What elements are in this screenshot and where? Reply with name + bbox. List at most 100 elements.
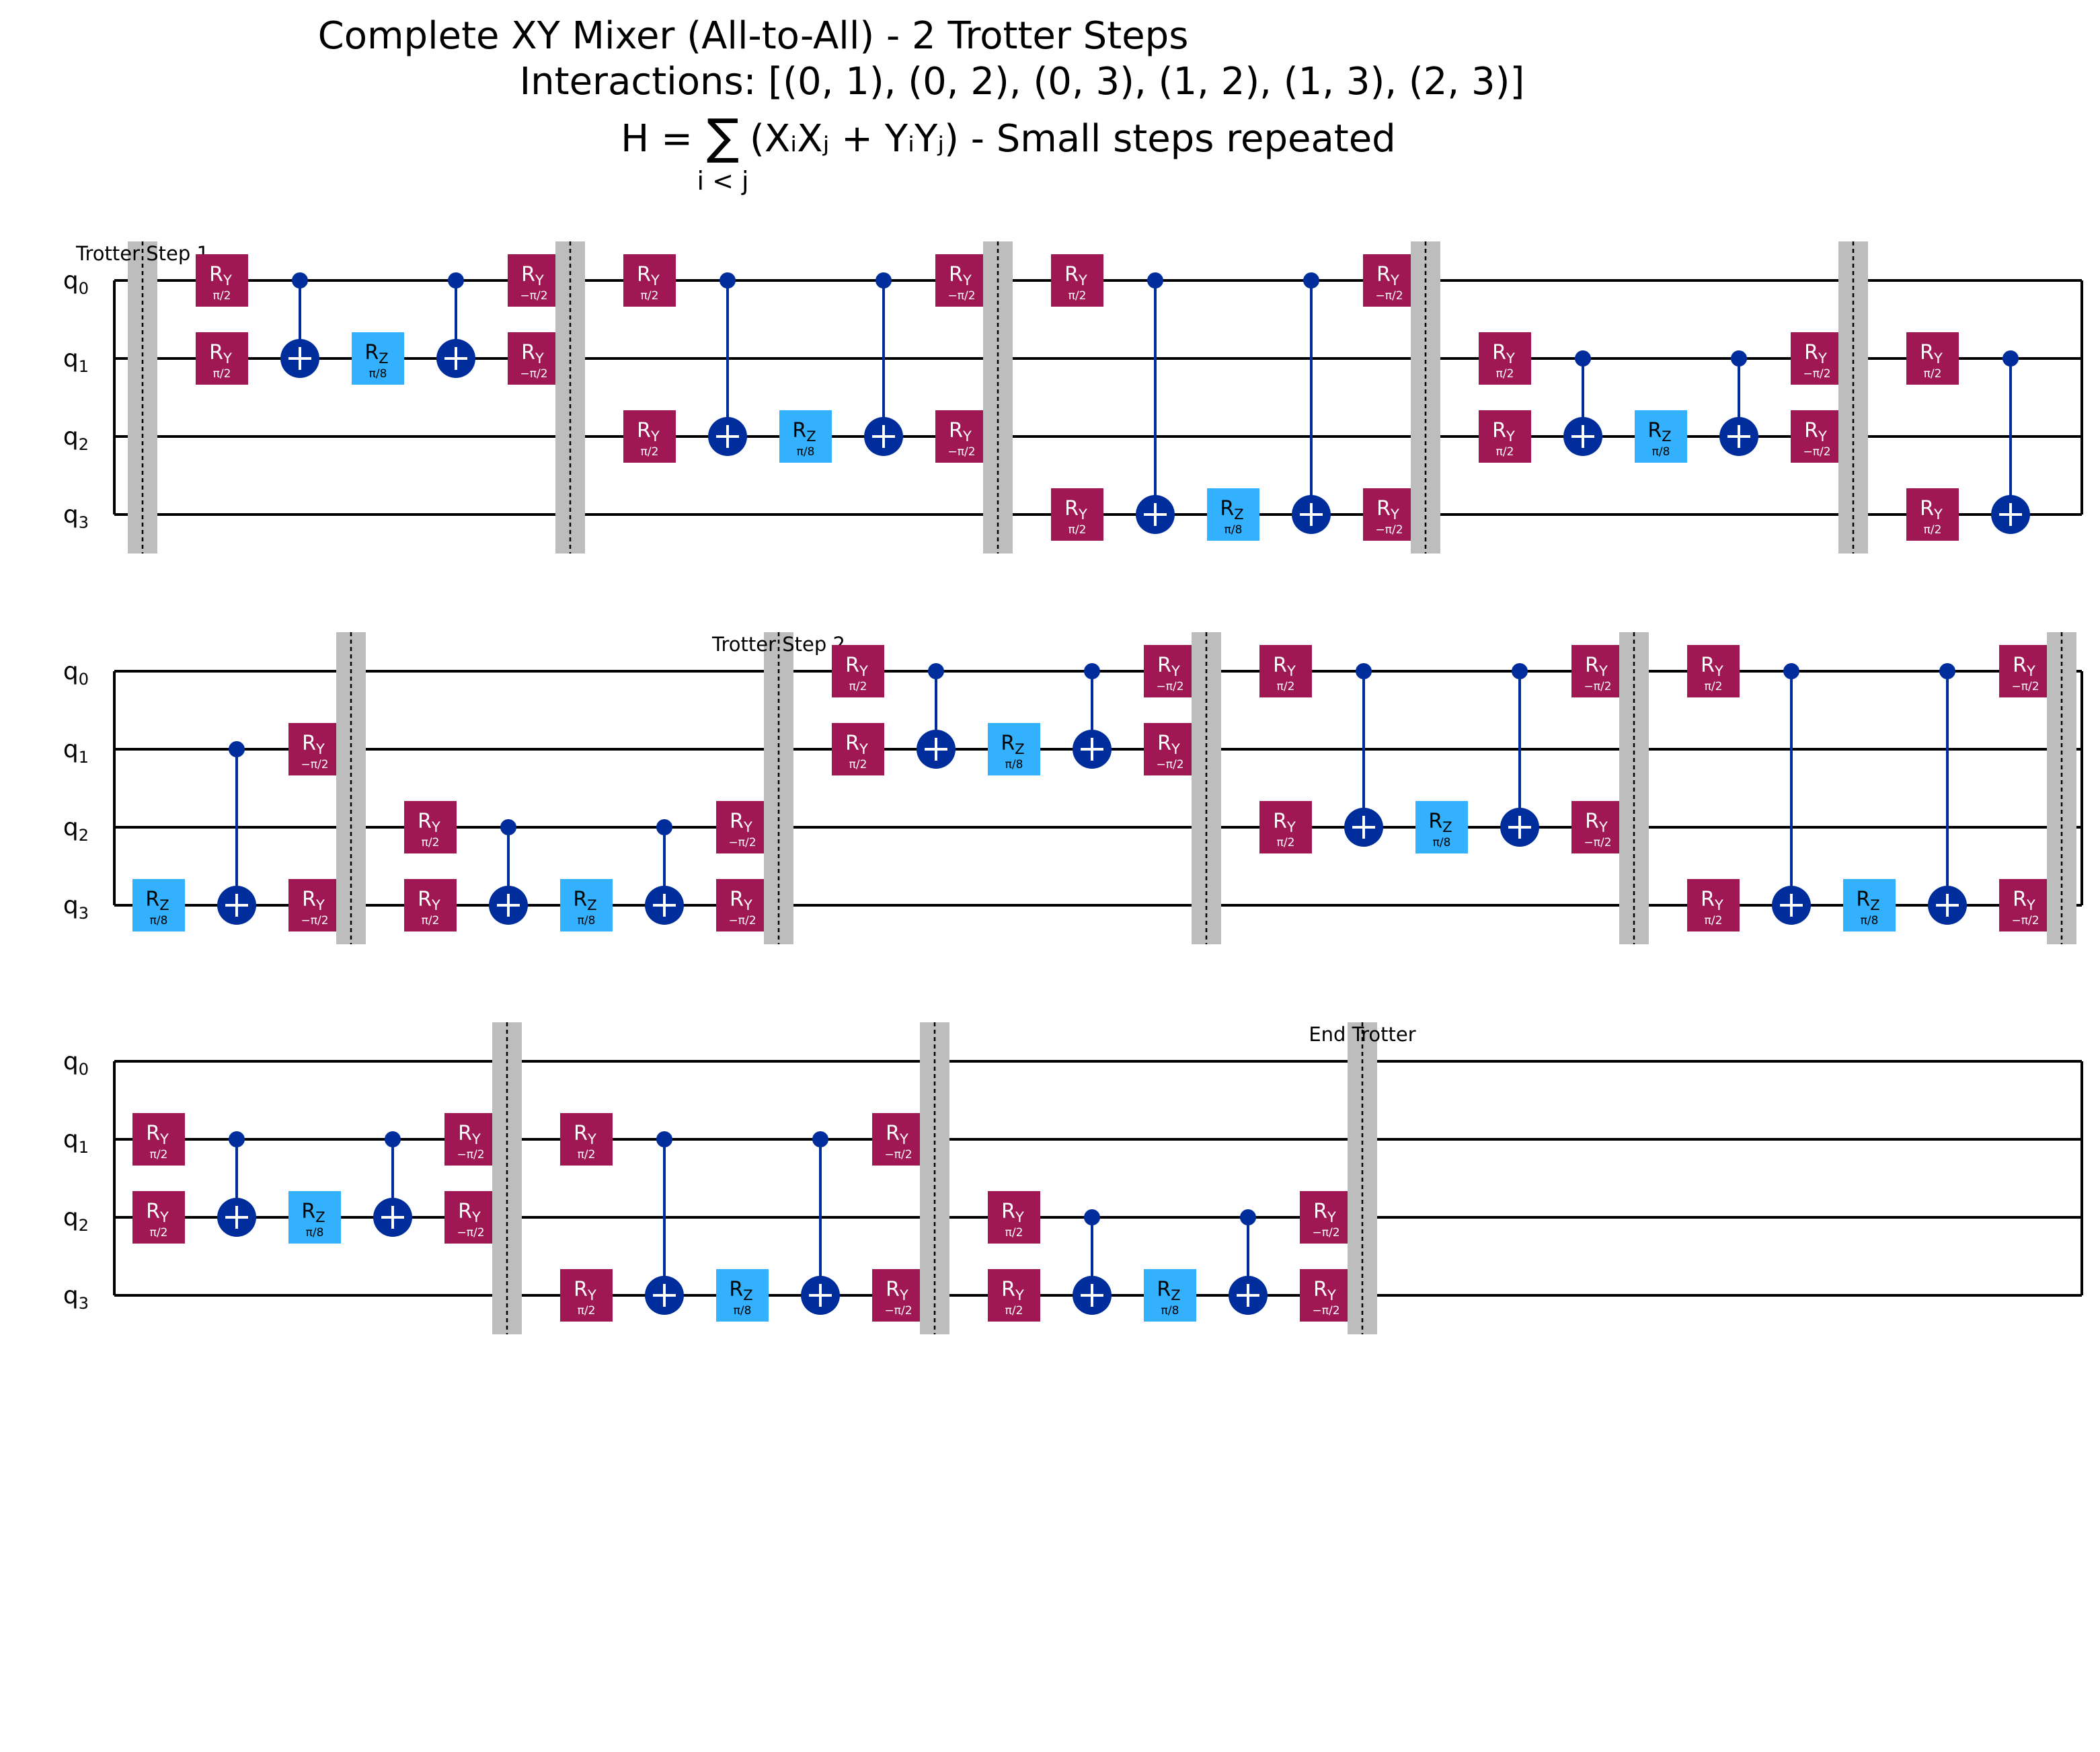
gate-param: −π/2 xyxy=(1803,445,1830,459)
gate-name: RZ xyxy=(1428,810,1452,835)
gate-name: RY xyxy=(521,341,544,367)
ry-gate: RY−π/2 xyxy=(288,879,341,931)
ry-gate: RY−π/2 xyxy=(444,1113,497,1166)
cnot-gate xyxy=(1563,350,1602,456)
gate-name: RZ xyxy=(145,888,169,913)
cnot-gate xyxy=(645,819,684,925)
gate-box xyxy=(288,723,341,775)
gate-name: RZ xyxy=(729,1278,752,1303)
cnot-control-dot xyxy=(500,819,516,835)
barrier: Trotter Step 2 xyxy=(711,632,845,944)
cnot-control-dot xyxy=(1240,1209,1256,1225)
gate-name: RY xyxy=(1157,654,1180,679)
ry-gate: RYπ/2 xyxy=(132,1191,185,1244)
gate-box xyxy=(1144,1269,1196,1322)
gate-param: −π/2 xyxy=(728,914,756,927)
ry-gate: RYπ/2 xyxy=(404,801,457,853)
ry-gate: RY−π/2 xyxy=(444,1191,497,1244)
cnot-gate xyxy=(708,272,747,456)
gate-name: RY xyxy=(1920,341,1943,367)
gate-param: π/2 xyxy=(422,914,440,927)
gate-param: π/2 xyxy=(1068,289,1087,303)
gate-param: −π/2 xyxy=(1156,680,1183,693)
gate-name: RZ xyxy=(364,341,388,367)
cnot-control-dot xyxy=(1512,663,1528,679)
gate-param: −π/2 xyxy=(1584,836,1611,849)
gate-box xyxy=(1571,801,1624,853)
gate-param: π/2 xyxy=(213,367,231,381)
gate-name: RY xyxy=(845,732,868,757)
gate-box xyxy=(935,410,988,463)
gate-box xyxy=(1363,254,1415,307)
gate-param: π/2 xyxy=(1924,367,1942,381)
ry-gate: RYπ/2 xyxy=(623,410,676,463)
cnot-gate xyxy=(280,272,319,378)
ry-gate: RY−π/2 xyxy=(1999,879,2052,931)
ry-gate: RYπ/2 xyxy=(1259,801,1312,853)
barrier xyxy=(336,632,366,944)
barrier xyxy=(2047,632,2076,944)
row-gates-1: Trotter Step 1RYπ/2RYπ/2RZπ/8RY−π/2RY−π/… xyxy=(75,241,2030,554)
gate-box xyxy=(560,879,613,931)
barrier xyxy=(1838,241,1868,554)
cnot-control-dot xyxy=(1356,663,1372,679)
rz-gate: RZπ/8 xyxy=(1144,1269,1196,1322)
rz-gate: RZπ/8 xyxy=(1635,410,1687,463)
gate-param: −π/2 xyxy=(1803,367,1830,381)
gate-param: −π/2 xyxy=(2011,914,2039,927)
gate-param: −π/2 xyxy=(457,1226,484,1240)
gate-name: RY xyxy=(1492,341,1515,367)
gate-box xyxy=(1791,332,1843,385)
cnot-control-dot xyxy=(1783,663,1799,679)
gate-name: RY xyxy=(730,810,752,835)
gate-param: π/2 xyxy=(1496,445,1514,459)
gate-name: RY xyxy=(637,419,660,445)
gate-box xyxy=(1207,488,1259,541)
ry-gate: RY−π/2 xyxy=(872,1113,925,1166)
ry-gate: RY−π/2 xyxy=(1999,645,2052,697)
gate-box xyxy=(444,1113,497,1166)
cnot-control-dot xyxy=(1084,663,1100,679)
gate-name: RY xyxy=(418,810,440,835)
qubit-label-q3: q3 xyxy=(63,501,89,532)
gate-box xyxy=(623,254,676,307)
gate-name: RY xyxy=(1273,810,1296,835)
gate-name: RY xyxy=(146,1200,169,1225)
ry-gate: RYπ/2 xyxy=(1687,645,1740,697)
gate-param: −π/2 xyxy=(1312,1304,1339,1318)
gate-name: RZ xyxy=(573,888,596,913)
gate-name: RZ xyxy=(1856,888,1879,913)
gate-name: RY xyxy=(146,1122,169,1147)
title-line-3-prefix: H = xyxy=(621,117,693,161)
gate-param: −π/2 xyxy=(1375,289,1403,303)
cnot-gate xyxy=(1073,1209,1112,1315)
gate-box xyxy=(1363,488,1415,541)
barrier: End Trotter xyxy=(1309,1022,1416,1334)
qubit-label-q3: q3 xyxy=(63,1282,89,1313)
title-line-3-body: (XᵢXⱼ + YᵢYⱼ) - Small steps repeated xyxy=(750,117,1396,161)
gate-param: π/2 xyxy=(1068,523,1087,537)
gate-name: RY xyxy=(1701,654,1723,679)
qubit-label-q0: q0 xyxy=(63,658,89,689)
cnot-gate xyxy=(489,819,528,925)
gate-param: π/8 xyxy=(1161,1304,1179,1318)
gate-box xyxy=(1906,488,1959,541)
ry-gate: RY−π/2 xyxy=(1791,410,1843,463)
gate-param: π/2 xyxy=(422,836,440,849)
cnot-control-dot xyxy=(448,272,464,289)
ry-gate: RY−π/2 xyxy=(1144,645,1196,697)
cnot-gate xyxy=(1136,272,1175,534)
cnot-gate xyxy=(436,272,475,378)
rz-gate: RZπ/8 xyxy=(988,723,1040,775)
gate-param: −π/2 xyxy=(1375,523,1403,537)
gate-box xyxy=(1259,645,1312,697)
barrier-label: Trotter Step 1 xyxy=(75,242,209,265)
ry-gate: RYπ/2 xyxy=(832,723,884,775)
gate-param: π/8 xyxy=(150,914,168,927)
cnot-control-dot xyxy=(1303,272,1319,289)
gate-box xyxy=(1999,645,2052,697)
gate-name: RY xyxy=(845,654,868,679)
gate-box xyxy=(1635,410,1687,463)
gate-box xyxy=(132,1113,185,1166)
